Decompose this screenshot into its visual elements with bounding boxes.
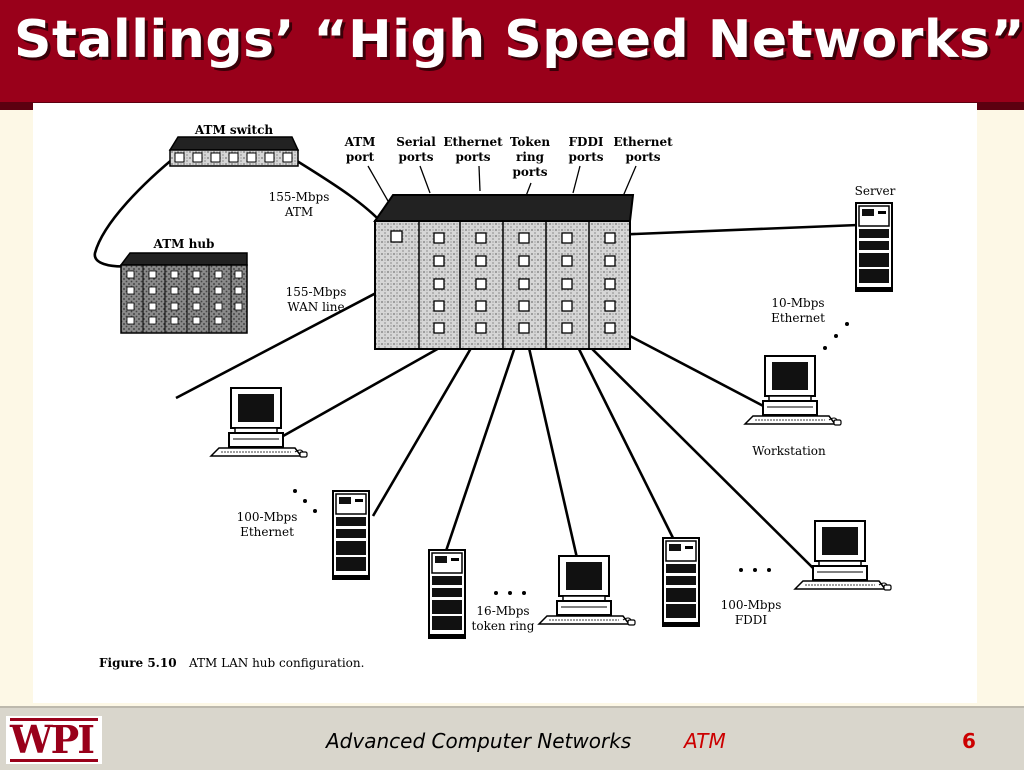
svg-text:Token: Token (510, 135, 551, 149)
svg-text:FDDI: FDDI (569, 135, 604, 149)
svg-text:token ring: token ring (472, 619, 535, 633)
workstation-10mbps (744, 355, 842, 426)
link-server (609, 223, 859, 237)
workstation-fddi (794, 520, 892, 591)
link-tower-100mbps (371, 330, 483, 517)
svg-text:155-Mbps: 155-Mbps (269, 190, 330, 204)
label-ethernet-ports-2: Ethernet ports (613, 135, 673, 164)
svg-text:ports: ports (625, 150, 660, 164)
svg-text:ports: ports (455, 150, 490, 164)
label-ethernet-ports-1: Ethernet ports (443, 135, 503, 164)
label-fddi-ports: FDDI ports (568, 135, 603, 164)
svg-text:Ethernet: Ethernet (443, 135, 503, 149)
svg-text:Ethernet: Ethernet (613, 135, 673, 149)
svg-text:ATM: ATM (284, 205, 313, 219)
svg-text:ring: ring (516, 150, 545, 164)
svg-text:port: port (346, 150, 375, 164)
label-100mbps-ethernet: 100-Mbps Ethernet (237, 510, 298, 539)
figure-caption-text: ATM LAN hub configuration. (188, 656, 364, 670)
svg-text:ATM: ATM (344, 135, 376, 149)
label-atm-hub: ATM hub (153, 237, 215, 251)
label-100mbps-fddi: 100-Mbps FDDI (721, 598, 782, 627)
label-server: Server (855, 184, 896, 198)
label-155-atm: 155-Mbps ATM (269, 190, 330, 219)
svg-text:10-Mbps: 10-Mbps (771, 296, 824, 310)
tower-token-ring (428, 549, 466, 639)
ellipsis-dots (293, 322, 849, 595)
wpi-logo: WPI (6, 716, 102, 764)
workstation-token-ring (538, 555, 636, 626)
server-tower (855, 202, 893, 292)
label-serial-ports: Serial ports (396, 135, 436, 164)
svg-text:ports: ports (398, 150, 433, 164)
link-tower-fddi (565, 324, 675, 539)
figure-panel: ATM switch ATM hub 155-Mbps ATM 155-Mbps… (33, 103, 977, 703)
label-10mbps-ethernet: 10-Mbps Ethernet (771, 296, 825, 325)
svg-text:ports: ports (512, 165, 547, 179)
svg-text:FDDI: FDDI (735, 613, 768, 627)
label-atm-switch: ATM switch (194, 123, 274, 137)
link-workstation-token-ring (522, 325, 579, 559)
atm-hub (119, 252, 248, 334)
atm-lan-hub (373, 194, 635, 350)
svg-text:155-Mbps: 155-Mbps (286, 285, 347, 299)
svg-text:16-Mbps: 16-Mbps (476, 604, 529, 618)
workstation-100mbps (210, 387, 308, 458)
figure-caption-number: Figure 5.10 (99, 656, 177, 670)
logo-bottom-rule (10, 759, 98, 762)
footer-bar (0, 706, 1024, 770)
label-155-wan: 155-Mbps WAN line (286, 285, 347, 314)
logo-top-rule (10, 718, 98, 721)
label-token-ring-ports: Token ring ports (510, 135, 551, 179)
label-workstation: Workstation (752, 444, 826, 458)
atm-lan-hub-diagram: ATM switch ATM hub 155-Mbps ATM 155-Mbps… (93, 123, 896, 670)
footer-topic: ATM (684, 729, 726, 753)
link-tower-token-ring (444, 322, 525, 552)
label-atm-port: ATM port (344, 135, 376, 164)
page-number: 6 (962, 729, 976, 753)
svg-text:Ethernet: Ethernet (240, 525, 294, 539)
label-16mbps-token-ring: 16-Mbps token ring (472, 604, 535, 633)
tower-fddi (662, 537, 700, 627)
svg-text:100-Mbps: 100-Mbps (237, 510, 298, 524)
slide-title: Stallings’ “High Speed Networks” (14, 10, 1024, 70)
svg-text:Serial: Serial (396, 135, 436, 149)
atm-switch (168, 136, 300, 167)
title-bar (0, 0, 1024, 102)
svg-text:100-Mbps: 100-Mbps (721, 598, 782, 612)
link-workstation-10mbps (627, 333, 772, 412)
svg-text:ports: ports (568, 150, 603, 164)
logo-text: WPI (10, 717, 95, 762)
link-workstation-fddi (569, 326, 814, 569)
tower-100mbps-ethernet (332, 490, 370, 580)
svg-text:WAN line: WAN line (287, 300, 344, 314)
link-switch-to-atm-hub (93, 151, 181, 268)
footer-course-name: Advanced Computer Networks (326, 729, 632, 753)
svg-text:Ethernet: Ethernet (771, 311, 825, 325)
